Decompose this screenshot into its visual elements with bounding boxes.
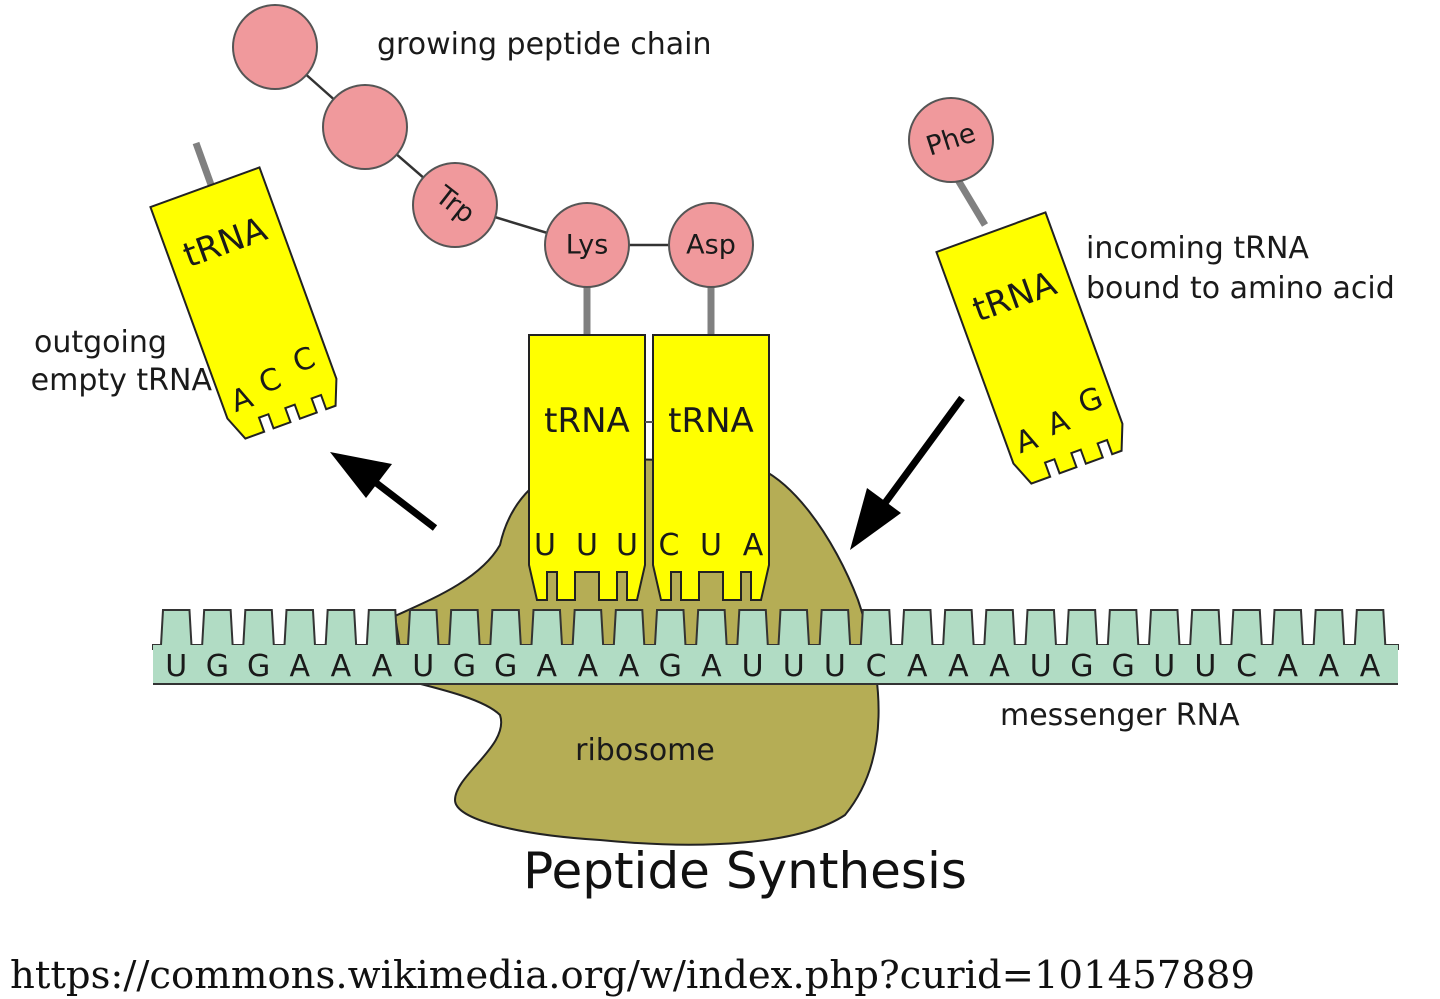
mrna-base: U [1153, 649, 1175, 684]
mrna-base: A [907, 649, 928, 684]
mrna-base: A [289, 649, 310, 684]
mrna-base: A [701, 649, 722, 684]
amino-acid [232, 4, 318, 90]
peptide-chain: Trp Lys Asp [232, 4, 754, 288]
mrna-base: G [453, 649, 476, 684]
amino-acid-lys: Lys [544, 202, 630, 288]
amino-acid-asp: Asp [668, 202, 754, 288]
mrna-base: A [372, 649, 393, 684]
mrna-base: U [1030, 649, 1052, 684]
trna-body [652, 334, 770, 601]
trna-label: tRNA [544, 401, 630, 441]
outgoing-trna: tRNA A C C [149, 166, 338, 440]
mrna-base: A [578, 649, 599, 684]
incoming-trna: tRNA A A G [935, 211, 1124, 485]
stem-incoming [951, 173, 989, 227]
mrna-base: C [866, 649, 887, 684]
p-site-trna: tRNA U U U [528, 334, 646, 601]
diagram-title: Peptide Synthesis [523, 842, 967, 900]
mrna-base: G [206, 649, 229, 684]
mrna-base: A [619, 649, 640, 684]
mrna-base: A [536, 649, 557, 684]
amino-acid-phe: Phe [908, 97, 994, 183]
label-growing-chain: growing peptide chain [377, 27, 711, 62]
mrna-base: U [783, 649, 805, 684]
mrna-base: G [659, 649, 682, 684]
trna-body [528, 334, 646, 601]
mrna-base: U [165, 649, 187, 684]
mrna-base: U [412, 649, 434, 684]
mrna-base: C [1236, 649, 1257, 684]
mrna-base: U [824, 649, 846, 684]
label-empty-trna: empty tRNA [31, 363, 213, 398]
mrna-base: A [1319, 649, 1340, 684]
mrna-base: A [331, 649, 352, 684]
a-site-trna: tRNA C U A [652, 334, 770, 601]
svg-text:Lys: Lys [566, 230, 609, 261]
source-url: https://commons.wikimedia.org/w/index.ph… [10, 953, 1255, 997]
mrna-base: G [1111, 649, 1134, 684]
anticodon-base: U [616, 528, 638, 563]
mrna-base: A [948, 649, 969, 684]
label-bound-amino-acid: bound to amino acid [1086, 271, 1395, 306]
anticodon-base: U [534, 528, 556, 563]
mrna-backbone [153, 645, 1398, 685]
amino-acid [322, 84, 408, 170]
arrow-out-icon [330, 452, 438, 531]
label-ribosome: ribosome [575, 733, 715, 768]
label-incoming-trna: incoming tRNA [1086, 231, 1309, 266]
mrna-base: A [989, 649, 1010, 684]
mrna-base: U [1194, 649, 1216, 684]
trna-body [935, 211, 1124, 485]
label-messenger-rna: messenger RNA [1000, 698, 1240, 733]
mrna-base: A [1277, 649, 1298, 684]
trna-body [149, 166, 338, 440]
mrna-base: G [247, 649, 270, 684]
mrna-base: G [494, 649, 517, 684]
anticodon-base: U [700, 528, 722, 563]
trna-stems [192, 141, 989, 335]
amino-acid-trp: Trp [412, 162, 498, 248]
mrna-base: U [742, 649, 764, 684]
mrna-base: A [1360, 649, 1381, 684]
label-outgoing: outgoing [34, 325, 167, 360]
anticodon-base: U [576, 528, 598, 563]
mrna-base: G [1070, 649, 1093, 684]
trna-label: tRNA [668, 401, 754, 441]
anticodon-base: A [743, 528, 764, 563]
anticodon-base: C [659, 528, 680, 563]
arrow-in-icon [850, 395, 965, 550]
svg-text:Asp: Asp [686, 230, 736, 261]
